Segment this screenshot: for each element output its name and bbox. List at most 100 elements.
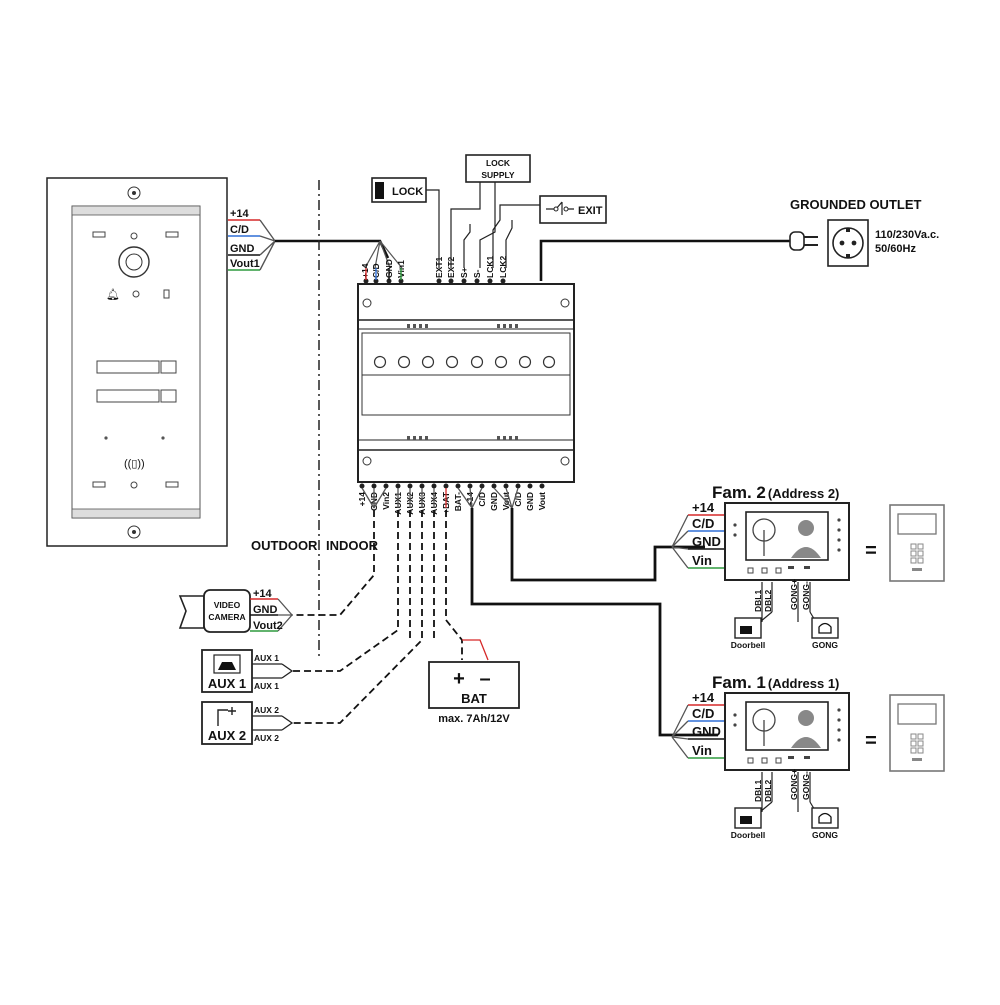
alternate-monitor-icon — [889, 694, 945, 772]
monitor-wire-label: Vin — [692, 743, 712, 758]
equals-sign: = — [865, 540, 877, 562]
camera-wire-label: GND — [253, 604, 278, 616]
aux2-wire-label: AUX 2 — [254, 705, 279, 715]
panel-wire-label: GND — [230, 243, 255, 255]
plug-icon — [789, 231, 818, 251]
aux2-wire-label: AUX 2 — [254, 733, 279, 743]
call-button-2 — [160, 389, 177, 403]
rfid-icon: ((▯)) — [124, 458, 145, 470]
aux2-device: AUX 2 AUX 2 AUX 2 — [201, 701, 294, 745]
gong-label: GONG — [812, 640, 838, 650]
aux1-device: AUX 1 AUX 1 AUX 1 — [201, 649, 294, 693]
battery: + – BAT max. 7Ah/12V — [428, 661, 520, 725]
gong-label: GONG — [812, 830, 838, 840]
gong-wire-label: GONG+ — [789, 579, 799, 610]
panel-bus-cable — [275, 239, 390, 259]
exit-label: EXIT — [578, 205, 603, 217]
terminal-label: LCK1 — [485, 256, 495, 278]
controller-top-right-labels: EXT1 EXT2 S+ S- LCK1 LCK2 — [434, 256, 508, 278]
user-icon — [132, 290, 140, 298]
terminal-label: C/D — [513, 492, 523, 507]
camera-label: VIDEO — [214, 600, 241, 610]
monitor-title: Fam. 1(Address 1) — [712, 673, 839, 692]
terminal-label: Vin2 — [381, 492, 391, 510]
lock-icon — [375, 182, 384, 199]
aux1-label: AUX 1 — [208, 676, 246, 691]
terminal-label: +14 — [465, 492, 475, 507]
tree-icon — [752, 518, 776, 556]
terminal-label: GND — [525, 492, 535, 511]
name-plate-1 — [96, 360, 160, 374]
gong-wire-label: GONG- — [801, 771, 811, 800]
outlet-frequency: 50/60Hz — [875, 243, 916, 255]
auxiliary-dashed-wires — [292, 510, 463, 724]
monitor-wire-label: Vin — [692, 553, 712, 568]
monitor-wire-label: C/D — [692, 516, 714, 531]
name-plate-2 — [96, 389, 160, 403]
equals-sign: = — [865, 730, 877, 752]
person-icon — [786, 705, 826, 748]
monitor-wire-label: +14 — [692, 500, 715, 515]
gong-bell-icon — [811, 617, 839, 639]
battery-plus: + — [453, 668, 465, 690]
controller-top-wires — [365, 268, 402, 280]
panel-wires: +14 C/D GND Vout1 — [228, 208, 403, 271]
terminal-label: BAT- — [453, 492, 463, 511]
lock-supply-label: LOCK — [486, 158, 511, 168]
doorbell-wire-label: DBL2 — [763, 590, 773, 612]
terminal-label: +14 — [360, 263, 370, 278]
battery-spec: max. 7Ah/12V — [438, 713, 510, 725]
terminal-label: GND — [489, 492, 499, 511]
aux1-wire-label: AUX 1 — [254, 681, 279, 691]
socket-icon — [832, 227, 864, 259]
panel-wire-label: +14 — [230, 208, 250, 220]
exit-switch-icon — [546, 201, 574, 215]
monitor-wire-label: GND — [692, 724, 721, 739]
camera-lens-icon — [178, 595, 205, 629]
terminal-label: S- — [472, 269, 482, 278]
controller-unit — [357, 278, 575, 489]
outlet-voltage: 110/230Va.c. — [875, 229, 939, 241]
terminal-label: LCK2 — [498, 256, 508, 278]
camera-wire-label: +14 — [253, 588, 273, 600]
monitor-wire-label: C/D — [692, 706, 714, 721]
zone-indoor-label: INDOOR — [326, 538, 379, 553]
outdoor-panel: 🔔︎ ((▯)) — [46, 177, 228, 547]
gong-wire-label: GONG- — [801, 581, 811, 610]
garage-car-icon — [218, 662, 236, 670]
panel-wire-label: C/D — [230, 224, 249, 236]
gong-wire-label: GONG+ — [789, 769, 799, 800]
aux1-wire-label: AUX 1 — [254, 653, 279, 663]
doorbell-wire-label: DBL2 — [763, 780, 773, 802]
person-icon — [786, 515, 826, 558]
terminal-label: Vout — [537, 492, 547, 510]
panel-wire-label: Vout1 — [230, 258, 260, 270]
doorbell-wire-label: DBL1 — [753, 780, 763, 802]
controller-bottom-wires — [361, 487, 519, 509]
video-camera: VIDEO CAMERA +14 GND Vout2 — [178, 588, 293, 633]
alternate-monitor-icon — [889, 504, 945, 582]
doorbell-label: Doorbell — [731, 640, 765, 650]
light-icon — [217, 707, 236, 726]
gong-bell-icon — [811, 807, 839, 829]
doorbell-label: Doorbell — [731, 830, 765, 840]
terminal-label: C/D — [477, 492, 487, 507]
grounded-outlet: GROUNDED OUTLET 110/230Va.c. 50/60Hz — [790, 197, 939, 267]
battery-minus: – — [479, 668, 490, 690]
camera-lens-icon — [118, 246, 150, 278]
battery-label: BAT — [461, 691, 487, 706]
tree-icon — [752, 708, 776, 746]
camera-label: CAMERA — [208, 612, 245, 622]
lock-supply-box: LOCK SUPPLY — [450, 154, 540, 268]
door-icon — [163, 289, 170, 299]
lock-label: LOCK — [392, 186, 423, 198]
monitor-wire-label: +14 — [692, 690, 715, 705]
bus-cable-fam2 — [510, 508, 705, 582]
call-button-1 — [160, 360, 177, 374]
terminal-label: +14 — [357, 492, 367, 507]
